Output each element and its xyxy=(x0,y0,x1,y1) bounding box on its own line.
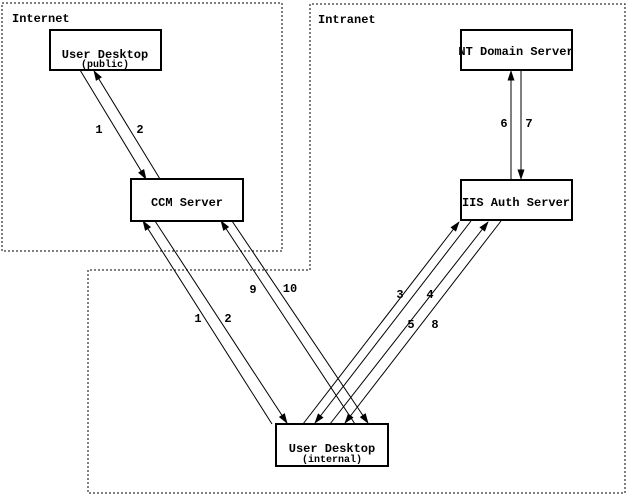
flow-label-6: 6 xyxy=(500,117,507,131)
flow-line-public-desktop-to-ccm xyxy=(79,69,147,180)
flow-line-internal-desktop-to-ccm-b xyxy=(220,220,356,425)
iis-auth-server-node xyxy=(460,179,573,221)
user-desktop-internal-node xyxy=(275,423,389,467)
intranet-zone-boundary xyxy=(87,3,626,494)
flow-line-iis-to-internal-desktop-a xyxy=(314,220,472,424)
flow-line-ccm-to-internal-desktop-a xyxy=(154,220,288,424)
user-desktop-public-subtitle: (public) xyxy=(81,59,129,71)
flow-label-10: 10 xyxy=(283,282,297,296)
flow-label-1-public: 1 xyxy=(95,123,102,137)
nt-domain-server-title: NT Domain Server xyxy=(458,45,573,59)
internet-zone-label: Internet xyxy=(12,12,70,26)
user-desktop-internal-title: User Desktop xyxy=(289,442,375,456)
flow-label-9: 9 xyxy=(249,283,256,297)
nt-domain-server-node xyxy=(460,29,573,71)
flow-label-1-internal: 1 xyxy=(194,312,201,326)
iis-auth-server-title: IIS Auth Server xyxy=(462,196,570,210)
internet-zone-boundary xyxy=(1,2,283,252)
flow-line-ccm-to-public-desktop xyxy=(93,70,161,180)
flow-line-internal-desktop-to-iis-a xyxy=(302,221,460,425)
flow-line-iis-to-internal-desktop-b xyxy=(344,220,502,424)
flow-label-2-internal: 2 xyxy=(224,312,231,326)
ccm-server-title: CCM Server xyxy=(151,196,223,210)
flow-label-4: 4 xyxy=(426,288,433,302)
flow-line-internal-desktop-to-iis-b xyxy=(329,221,489,425)
flow-label-2-public: 2 xyxy=(136,123,143,137)
flow-label-5: 5 xyxy=(407,318,414,332)
flow-label-8: 8 xyxy=(431,318,438,332)
flow-label-7: 7 xyxy=(525,117,532,131)
intranet-zone-label: Intranet xyxy=(318,13,376,27)
flow-line-ccm-to-internal-desktop-b xyxy=(231,220,369,424)
flow-line-internal-desktop-to-ccm-a xyxy=(142,220,273,425)
user-desktop-public-node xyxy=(49,29,162,71)
user-desktop-internal-subtitle: (internal) xyxy=(302,454,362,466)
user-desktop-public-title: User Desktop xyxy=(62,48,148,62)
flow-label-3: 3 xyxy=(396,288,403,302)
ccm-server-node xyxy=(130,178,244,222)
